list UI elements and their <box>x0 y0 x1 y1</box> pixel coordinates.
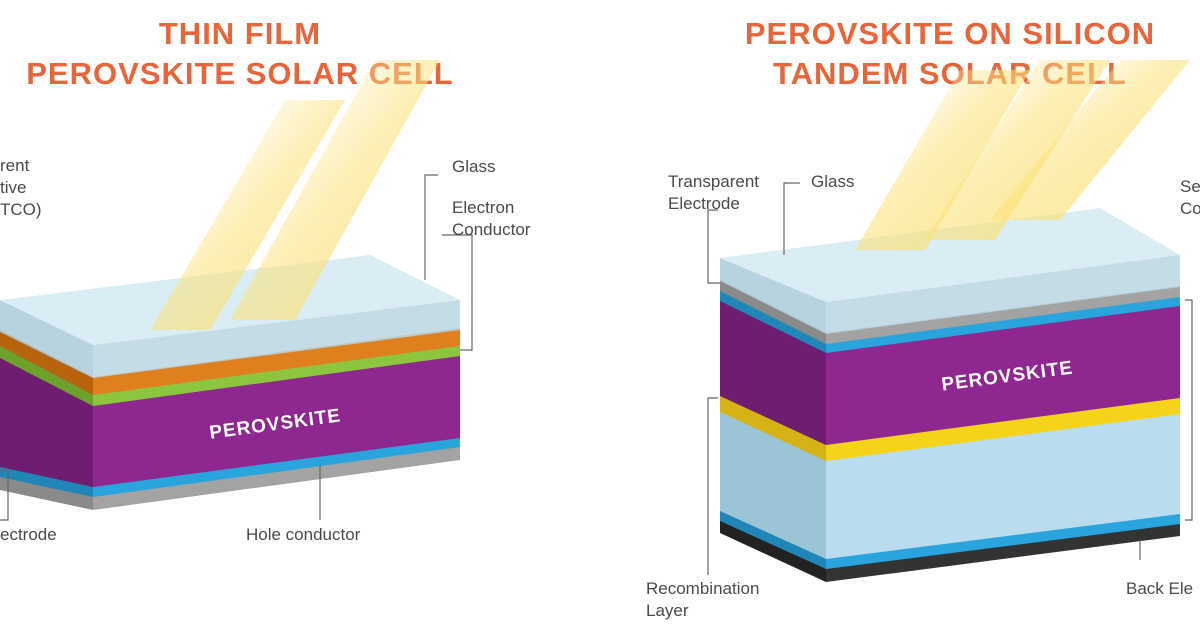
left-hole-layer-side <box>0 466 93 497</box>
right-perovskite-side <box>720 300 826 445</box>
left-tco-label: rent tive TCO) <box>0 155 42 221</box>
right-glass-top <box>720 208 1180 302</box>
right-perovskite-front <box>826 305 1180 445</box>
right-glass-front <box>826 255 1180 334</box>
left-orange-layer-side <box>0 330 93 395</box>
right-transparent-line1: Transparent <box>668 172 760 191</box>
right-gray-front <box>826 286 1180 344</box>
right-silicon-front <box>826 413 1180 559</box>
left-electrode-label: ectrode <box>0 525 57 544</box>
right-bottom-blue-front <box>826 513 1180 569</box>
right-back-electrode-front <box>826 523 1180 582</box>
right-glass-label: Glass <box>811 172 855 191</box>
right-gray-side <box>720 280 826 344</box>
right-cell: PEROVSKITE <box>720 60 1190 582</box>
left-tco-line1: rent <box>0 156 30 175</box>
left-glass-side <box>0 300 93 378</box>
left-hole-layer-front <box>93 437 460 497</box>
right-se-line1: Se <box>1180 177 1200 196</box>
right-se-line2: Co <box>1180 199 1200 218</box>
left-electron-label: Electron Conductor <box>452 197 530 241</box>
right-top-blue-front <box>826 296 1180 353</box>
left-glass-label: Glass <box>452 157 496 176</box>
right-title-line1: PEROVSKITE ON SILICON <box>744 16 1156 51</box>
right-back-label: Back Ele <box>1126 579 1194 598</box>
right-recomb-side <box>720 395 826 461</box>
left-sunlight-beam-2 <box>230 60 440 320</box>
right-recomb-line2: Layer <box>646 601 689 620</box>
left-orange-layer-front <box>93 328 460 395</box>
right-back-electrode-side <box>720 520 826 582</box>
left-electron-line1: Electron <box>452 198 515 217</box>
left-glass-front <box>93 300 460 378</box>
right-sunlight-beam-1 <box>855 70 1030 250</box>
left-electrode-front <box>93 445 460 510</box>
right-recomb-line1: Recombination <box>646 579 760 598</box>
right-glass-side <box>720 258 826 334</box>
left-glass-top <box>0 255 460 345</box>
right-sunlight-beam-3 <box>990 60 1190 220</box>
right-sunlight-beam-2 <box>925 60 1110 240</box>
left-tco-line2: tive <box>0 178 27 197</box>
left-tco-line3: TCO) <box>0 200 42 219</box>
right-recomb-label: Recombination Layer <box>646 578 759 622</box>
left-green-layer-side <box>0 345 93 406</box>
right-transparent-line2: Electrode <box>668 194 740 213</box>
left-title-line1: THIN FILM <box>158 16 322 51</box>
left-perovskite-side <box>0 357 93 487</box>
left-perovskite-front <box>93 355 460 487</box>
left-electrode-side <box>0 475 93 510</box>
left-electron-line2: Conductor <box>452 220 531 239</box>
left-sunlight-beam-1 <box>150 100 345 330</box>
right-bottom-blue-side <box>720 510 826 569</box>
left-leader-lines <box>0 174 473 521</box>
left-cell: PEROVSKITE <box>0 60 460 510</box>
right-recomb-front <box>826 397 1180 461</box>
right-top-blue-side <box>720 290 826 353</box>
left-hole-label: Hole conductor <box>246 525 361 544</box>
right-se-label: Se Co <box>1180 176 1200 220</box>
right-leader-lines <box>707 182 1193 575</box>
left-green-layer-front <box>93 345 460 406</box>
right-transparent-label: Transparent Electrode <box>668 171 759 215</box>
